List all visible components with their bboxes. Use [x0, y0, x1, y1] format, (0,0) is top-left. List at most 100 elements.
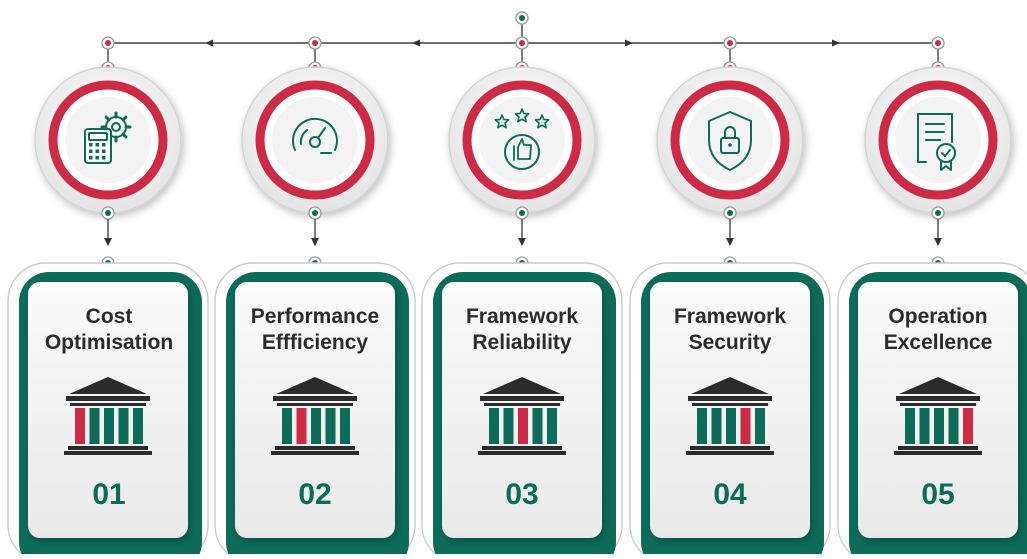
building-column: [905, 408, 915, 444]
certificate-icon: [917, 113, 956, 171]
building-column: [697, 408, 707, 444]
building-column: [282, 408, 292, 444]
pillar-number-05: 05: [921, 478, 955, 511]
building-column: [547, 408, 557, 444]
pillar-column-03: [421, 36, 623, 559]
top-node: [515, 11, 529, 25]
building-column: [518, 408, 528, 444]
building-step: [482, 446, 562, 450]
arrow-right-inner: [625, 39, 633, 47]
down-arrow: [518, 238, 526, 246]
building-icon: [271, 377, 359, 455]
pillar-title-cost-optimisation: Cost Optimisation: [44, 305, 174, 354]
building-column: [311, 408, 321, 444]
pillar-number-03: 03: [505, 478, 539, 511]
building-roof: [69, 377, 147, 394]
building-column: [726, 408, 736, 444]
building-step: [275, 446, 355, 450]
building-column: [532, 408, 543, 444]
shield-lock-icon: [708, 111, 752, 171]
pillar-title-performance-efficiency: Performance Effficiency: [250, 305, 380, 354]
pillar-number-01: 01: [92, 478, 126, 511]
top-node-red: [515, 36, 529, 50]
building-entablature: [896, 396, 980, 401]
building-base: [271, 451, 359, 455]
arrow-left-inner: [412, 39, 420, 47]
building-icon: [686, 377, 774, 455]
building-column: [740, 408, 751, 444]
building-icon: [64, 377, 152, 455]
building-entablature: [688, 396, 772, 401]
building-base: [894, 451, 982, 455]
pillar-title-framework-reliability: Framework Reliability: [465, 305, 579, 354]
top-node-red: [101, 36, 115, 50]
building-roof: [483, 377, 561, 394]
building-column: [948, 408, 959, 444]
down-arrow: [311, 238, 319, 246]
pillar-column-01: [7, 36, 209, 559]
circle-bottom-node: [101, 206, 115, 220]
down-arrow: [104, 238, 112, 246]
pillar-title-operation-excellence: Operation Excellence: [883, 305, 993, 354]
building-base: [64, 451, 152, 455]
building-column: [325, 408, 336, 444]
building-entablature: [273, 396, 357, 401]
building-column: [963, 408, 973, 444]
down-arrow: [934, 238, 942, 246]
icon-badge: [864, 66, 1012, 214]
circle-bottom-node: [308, 206, 322, 220]
building-column: [503, 408, 514, 444]
building-entablature: [480, 396, 564, 401]
building-base: [686, 451, 774, 455]
building-entablature: [66, 396, 150, 401]
building-column: [133, 408, 143, 444]
pillar-title-framework-security: Framework Security: [673, 305, 787, 354]
pillar-column-02: [214, 36, 416, 559]
pillar-card: [7, 262, 209, 559]
building-column: [755, 408, 765, 444]
down-arrow: [726, 238, 734, 246]
top-node-red: [723, 36, 737, 50]
pillar-column-05: [837, 36, 1027, 559]
building-column: [919, 408, 930, 444]
icon-badge: [448, 66, 596, 214]
top-node-red: [308, 36, 322, 50]
pillar-column-04: [629, 36, 831, 559]
building-roof: [899, 377, 977, 394]
arrow-left-outer: [205, 39, 213, 47]
pillar-number-04: 04: [713, 478, 747, 511]
icon-badge: [241, 66, 389, 214]
circle-bottom-node: [723, 206, 737, 220]
building-step: [68, 446, 148, 450]
building-column: [118, 408, 129, 444]
building-column: [75, 408, 85, 444]
calculator-gear-icon: [84, 111, 132, 164]
building-column: [489, 408, 499, 444]
circle-bottom-node: [931, 206, 945, 220]
building-column: [934, 408, 944, 444]
building-icon: [478, 377, 566, 455]
speedometer-icon: [292, 117, 338, 154]
building-column: [340, 408, 350, 444]
building-roof: [276, 377, 354, 394]
building-column: [104, 408, 114, 444]
building-roof: [691, 377, 769, 394]
circle-bottom-node: [515, 206, 529, 220]
icon-badge: [34, 66, 182, 214]
building-base: [478, 451, 566, 455]
building-step: [690, 446, 770, 450]
building-column: [89, 408, 100, 444]
pillar-card: [629, 262, 831, 559]
building-step: [898, 446, 978, 450]
pillar-number-02: 02: [298, 478, 332, 511]
top-node-red: [931, 36, 945, 50]
building-column: [296, 408, 307, 444]
pillar-card: [421, 262, 623, 559]
pillar-card: [837, 262, 1027, 559]
icon-badge: [656, 66, 804, 214]
building-column: [711, 408, 722, 444]
arrow-right-outer: [832, 39, 840, 47]
building-icon: [894, 377, 982, 455]
